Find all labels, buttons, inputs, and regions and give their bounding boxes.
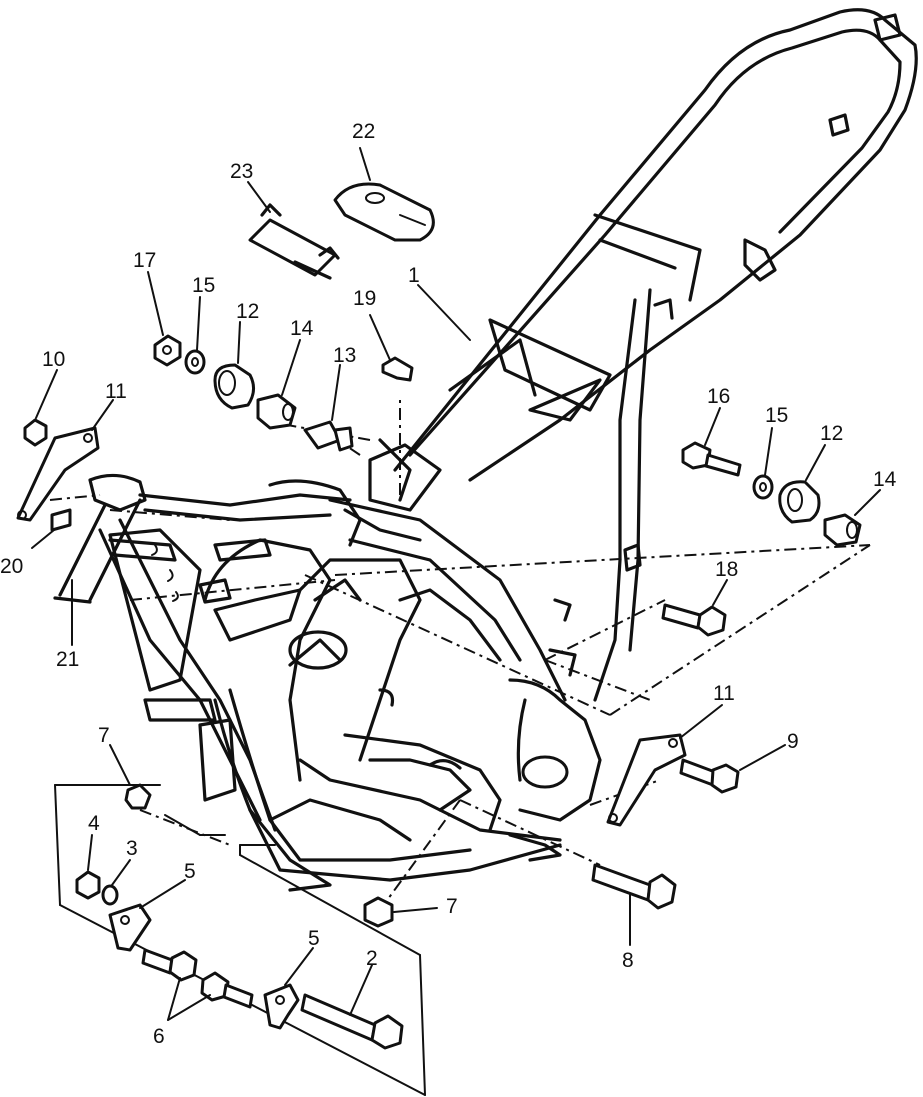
bolt-18 (661, 603, 727, 637)
callout-11: 11 (713, 682, 735, 705)
callout-12: 12 (820, 422, 843, 445)
nut-4 (75, 870, 101, 900)
callout-15: 15 (192, 274, 215, 297)
callout-7: 7 (98, 724, 110, 747)
cover-22 (333, 182, 435, 242)
callout-20: 20 (0, 555, 23, 578)
callout-12: 12 (236, 300, 259, 323)
nut-17 (153, 334, 182, 367)
callout-13: 13 (333, 344, 356, 367)
bolt-9 (679, 758, 740, 794)
bolt-16 (681, 441, 742, 477)
bolt-6-left (141, 948, 198, 982)
callout-5: 5 (184, 860, 196, 883)
bracket-23 (248, 203, 340, 280)
callout-11: 11 (105, 380, 127, 403)
callout-3: 3 (126, 837, 138, 860)
collar-14-right (823, 513, 862, 547)
callout-2: 2 (366, 947, 378, 970)
callout-6: 6 (153, 1025, 165, 1048)
washer-15-right (752, 474, 774, 500)
bracket-11-left (16, 426, 100, 522)
callout-18: 18 (715, 558, 738, 581)
leader-lines (31, 147, 881, 1021)
callout-4: 4 (88, 812, 100, 835)
bushing-12-left (213, 363, 255, 410)
bolt-8 (591, 863, 677, 910)
washer-15-left (184, 349, 206, 375)
decal-20 (50, 508, 72, 532)
callout-8: 8 (622, 949, 634, 972)
alignment-lines (49, 395, 871, 911)
bushing-12-right (778, 480, 821, 524)
callout-1: 1 (408, 264, 420, 287)
main-frame (53, 8, 918, 892)
bolt-13 (303, 420, 354, 452)
bracket-11-right (606, 733, 687, 827)
bolt-6-right (200, 971, 254, 1009)
callout-17: 17 (133, 249, 156, 272)
washer-3 (101, 884, 119, 906)
callout-16: 16 (707, 385, 730, 408)
callout-10: 10 (42, 348, 65, 371)
plate-5-right (263, 983, 300, 1030)
callout-9: 9 (787, 730, 799, 753)
collar-7-upper (124, 783, 152, 810)
callout-22: 22 (352, 120, 375, 143)
mount-outline (54, 784, 426, 1096)
callout-7: 7 (446, 895, 458, 918)
callout-21: 21 (56, 648, 79, 671)
callout-labels: 1 2 3 4 5 5 6 7 7 8 9 10 11 11 12 12 13 … (0, 120, 897, 1048)
bolt-2 (300, 993, 404, 1050)
nut-10 (23, 418, 48, 447)
callout-14: 14 (873, 468, 897, 491)
callout-23: 23 (230, 160, 253, 183)
pin-19 (381, 356, 414, 382)
callout-5: 5 (308, 927, 320, 950)
collar-14-left (256, 393, 297, 430)
plate-5-left (108, 903, 152, 952)
callout-15: 15 (765, 404, 788, 427)
callout-14: 14 (290, 317, 314, 340)
collar-7-lower (363, 896, 394, 928)
callout-19: 19 (353, 287, 376, 310)
